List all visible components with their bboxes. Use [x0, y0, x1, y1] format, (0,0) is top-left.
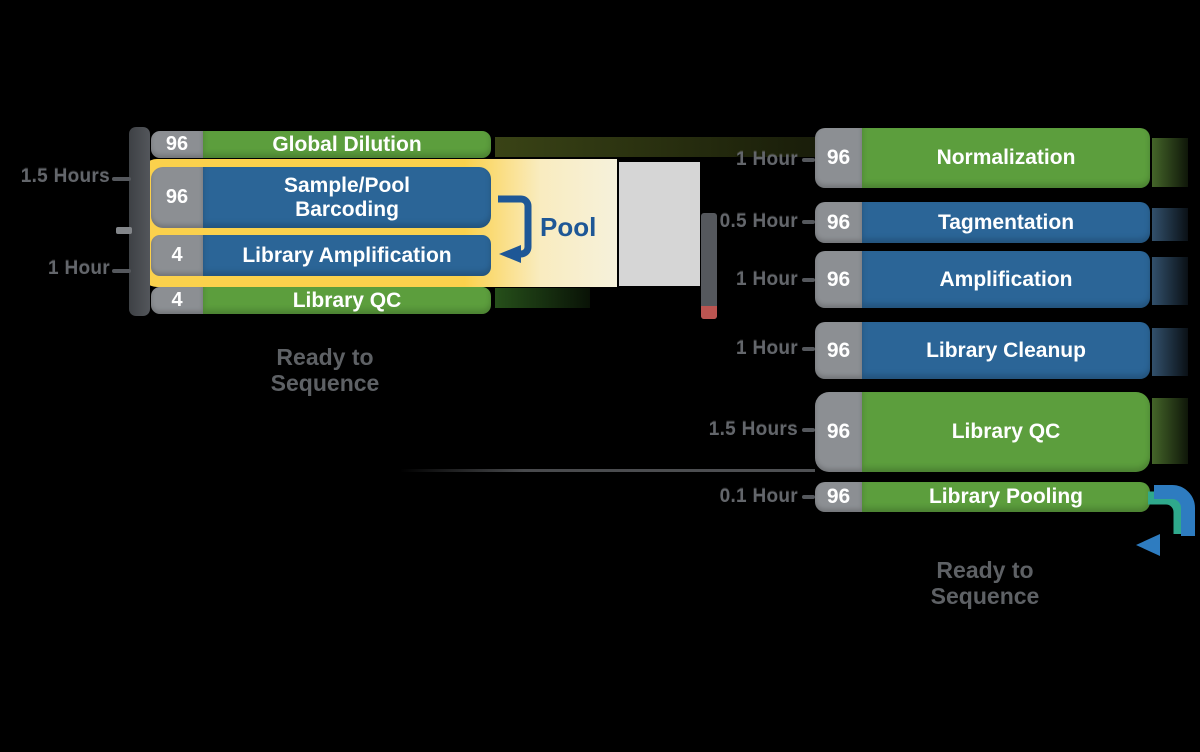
- workflow-step-library-pooling: 96 Library Pooling: [815, 482, 1150, 512]
- sample-count-badge: 4: [151, 287, 203, 314]
- step-label-box: Library Cleanup: [862, 322, 1150, 379]
- sample-count-badge: 96: [151, 131, 203, 158]
- sample-count-badge: 96: [815, 482, 862, 512]
- tick-line: [802, 278, 815, 282]
- workflow-step-library-qc: 96 Library QC: [815, 392, 1150, 472]
- ready-line-2: Sequence: [270, 370, 380, 396]
- time-label: 1 Hour: [736, 149, 798, 170]
- step-label: Amplification: [939, 267, 1073, 291]
- pipette-tip: [701, 306, 717, 319]
- tick-line: [802, 158, 815, 162]
- sequence-arrow-icon: [1136, 485, 1195, 556]
- time-label: 1.5 Hours: [20, 166, 110, 187]
- sample-count: 96: [826, 338, 851, 362]
- time-label: 1 Hour: [48, 258, 110, 279]
- step-label-box: Library QC: [862, 392, 1150, 472]
- workflow-step-library-amplification: 4 Library Amplification: [151, 235, 491, 276]
- sample-count: 4: [171, 289, 183, 311]
- ready-line-1: Ready to: [936, 557, 1034, 583]
- sample-count: 96: [165, 186, 189, 208]
- sample-count: 96: [165, 133, 189, 155]
- shadow-streak: [1152, 208, 1188, 241]
- shadow-streak: [1152, 138, 1188, 187]
- shadow-strip-top: [495, 137, 888, 157]
- ready-line-2: Sequence: [930, 583, 1040, 609]
- ready-line-1: Ready to: [276, 344, 374, 370]
- step-label: Normalization: [936, 146, 1076, 169]
- step-label-box: Tagmentation: [862, 202, 1150, 243]
- sample-count-badge: 96: [815, 202, 862, 243]
- time-bracket-bar: [129, 127, 150, 316]
- workflow-step-normalization: 96 Normalization: [815, 128, 1150, 188]
- step-label: Tagmentation: [937, 210, 1075, 234]
- sample-count: 4: [171, 244, 183, 266]
- shadow-line: [400, 469, 815, 472]
- sample-count-badge: 96: [815, 251, 862, 308]
- sample-count: 96: [826, 210, 851, 234]
- sample-count: 96: [826, 420, 851, 443]
- time-label: 1.5 Hours: [708, 419, 798, 440]
- tick-line: [112, 269, 131, 273]
- step-label-box: Normalization: [862, 128, 1150, 188]
- sample-count: 96: [826, 267, 851, 291]
- pool-arrow-icon: [498, 195, 532, 263]
- step-label-box: Amplification: [862, 251, 1150, 308]
- shadow-streak: [1152, 398, 1188, 464]
- sample-count-badge: 4: [151, 235, 203, 276]
- ready-to-sequence-label: Ready to Sequence: [890, 557, 1080, 609]
- time-label: 0.1 Hour: [719, 486, 798, 507]
- step-label: Sample/Pool Barcoding: [283, 173, 411, 221]
- shadow-streak: [1152, 328, 1188, 376]
- time-label: 1 Hour: [736, 269, 798, 290]
- ready-to-sequence-label: Ready to Sequence: [230, 344, 420, 396]
- sample-count-badge: 96: [815, 322, 862, 379]
- tick-line: [802, 495, 815, 499]
- sample-count-badge: 96: [815, 128, 862, 188]
- sample-count: 96: [826, 485, 851, 508]
- step-label-box: Library QC: [203, 287, 491, 314]
- time-label: 1 Hour: [736, 338, 798, 359]
- tick-line: [802, 220, 815, 224]
- workflow-step-global-dilution: 96 Global Dilution: [151, 131, 491, 158]
- step-label: Global Dilution: [272, 132, 422, 156]
- step-label: Library QC: [951, 420, 1061, 443]
- time-bracket-divider: [116, 227, 132, 234]
- shadow-strip-qc: [495, 288, 590, 308]
- step-label-box: Library Amplification: [203, 235, 491, 276]
- step-label: Library QC: [292, 288, 402, 312]
- workflow-step-library-cleanup: 96 Library Cleanup: [815, 322, 1150, 379]
- step-label-box: Sample/Pool Barcoding: [203, 167, 491, 228]
- gray-background-block: [619, 162, 700, 286]
- workflow-step-library-qc: 4 Library QC: [151, 287, 491, 314]
- tick-line: [112, 177, 131, 181]
- time-label: 0.5 Hour: [719, 211, 798, 232]
- step-label: Library Amplification: [242, 243, 452, 267]
- shadow-streak: [1152, 257, 1188, 305]
- tick-line: [802, 428, 815, 432]
- step-label: Library Cleanup: [926, 338, 1086, 362]
- pipette-icon: [701, 213, 717, 319]
- tick-line: [802, 347, 815, 351]
- step-label-box: Global Dilution: [203, 131, 491, 158]
- workflow-step-amplification: 96 Amplification: [815, 251, 1150, 308]
- step-label-box: Library Pooling: [862, 482, 1150, 512]
- pool-label: Pool: [540, 212, 597, 242]
- sample-count-badge: 96: [151, 167, 203, 228]
- workflow-step-tagmentation: 96 Tagmentation: [815, 202, 1150, 243]
- sample-count: 96: [826, 146, 851, 169]
- sample-count-badge: 96: [815, 392, 862, 472]
- workflow-step-sample-pool-barcoding: 96 Sample/Pool Barcoding: [151, 167, 491, 228]
- step-label: Library Pooling: [928, 485, 1083, 508]
